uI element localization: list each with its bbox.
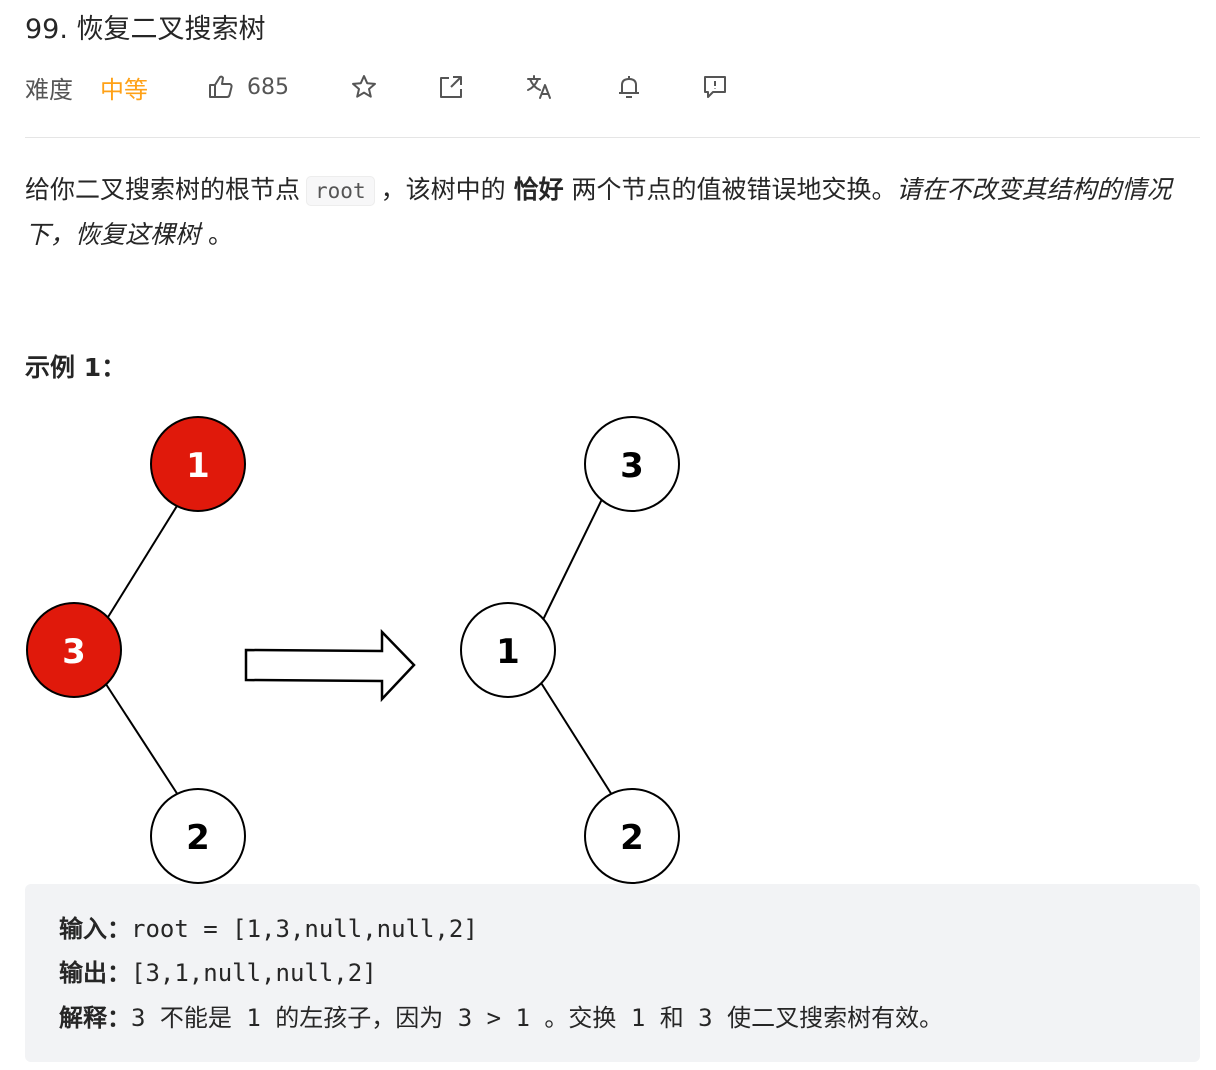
like-button[interactable]: 685 [207,64,289,110]
swap-arrow-icon [244,628,416,703]
after-root-node: 3 [584,416,680,512]
example-input-line: 输入：root = [1,3,null,null,2] [59,909,478,949]
desc-text-2: ，该树中的 [380,175,506,204]
edge-before-root-left [99,492,186,631]
svg-text:1: 1 [496,632,520,672]
desc-italic: 请在不改变其结构的情况下，恢复这棵树 [25,175,1172,249]
tree-swap-figure: 1 3 2 3 1 2 [20,410,700,890]
thumbs-up-icon [207,73,235,101]
before-root-node: 1 [150,416,246,512]
example-heading: 示例 1： [25,353,127,382]
problem-meta-row: 难度 中等 685 [25,64,1200,110]
problem-title: 99. 恢复二叉搜索树 [25,14,266,45]
feedback-icon [701,73,729,101]
edge-before-left-right [101,677,179,796]
difficulty-label: 难度 [25,75,73,104]
svg-text:3: 3 [62,632,86,672]
header-divider [25,137,1200,138]
svg-text:3: 3 [620,446,644,486]
share-button[interactable] [437,64,465,110]
edge-after-left-right [537,677,613,796]
translate-button[interactable] [525,64,553,110]
feedback-button[interactable] [701,64,729,110]
example-code-block: 输入：root = [1,3,null,null,2] 输出：[3,1,null… [25,884,1200,1062]
like-count: 685 [247,74,289,100]
example-explain-line: 解释：3 不能是 1 的左孩子，因为 3 > 1 。交换 1 和 3 使二叉搜索… [59,998,943,1038]
inline-code-root: root [306,176,375,206]
after-left-node: 1 [460,602,556,698]
after-left-right-node: 2 [584,788,680,884]
before-left-right-node: 2 [150,788,246,884]
share-icon [437,73,465,101]
desc-bold-exactly: 恰好 [513,175,564,204]
favorite-button[interactable] [350,64,378,110]
example-output-line: 输出：[3,1,null,null,2] [59,953,377,993]
before-left-node: 3 [26,602,122,698]
output-value: [3,1,null,null,2] [131,959,377,987]
explain-label: 解释： [59,1004,131,1032]
input-value: root = [1,3,null,null,2] [131,915,478,943]
notification-button[interactable] [615,64,643,110]
bell-icon [615,73,643,101]
difficulty-badge: 中等 [100,75,148,104]
desc-text-4: 。 [207,220,233,249]
input-label: 输入： [59,915,131,943]
desc-text-3: 两个节点的值被错误地交换。 [571,175,897,204]
svg-text:2: 2 [620,818,644,858]
svg-text:2: 2 [186,818,210,858]
star-icon [350,73,378,101]
svg-text:1: 1 [186,446,210,486]
output-label: 输出： [59,959,131,987]
desc-text-1: 给你二叉搜索树的根节点 [25,175,301,204]
translate-icon [525,73,553,101]
edge-after-root-left [537,492,606,631]
explain-value: 3 不能是 1 的左孩子，因为 3 > 1 。交换 1 和 3 使二叉搜索树有效… [131,1004,944,1032]
